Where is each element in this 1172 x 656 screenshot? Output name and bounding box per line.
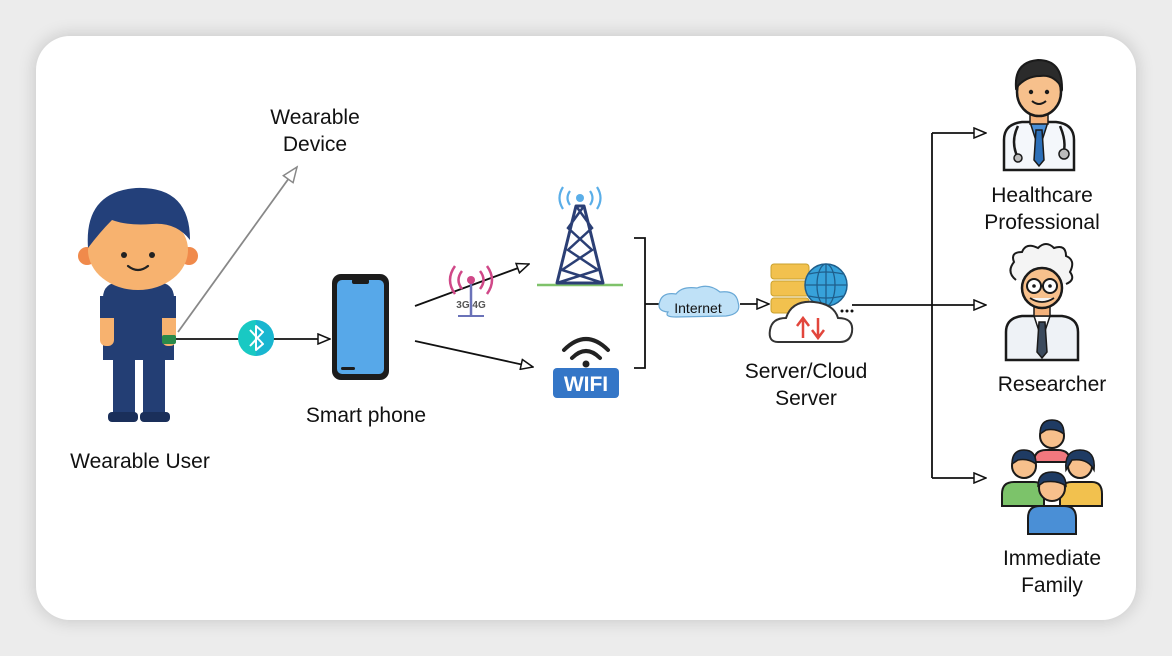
signal-3g4g-icon: 3G 4G (448, 265, 494, 317)
smart-phone-label: Smart phone (305, 404, 427, 427)
internet-label: Internet (674, 300, 722, 316)
cell-tower-icon (537, 186, 623, 287)
family-member-left (1001, 449, 1045, 507)
family-member-front (1027, 471, 1077, 535)
network-bracket (634, 237, 646, 369)
family-member-right (1059, 449, 1103, 507)
healthcare-label: Healthcare Professional (984, 184, 1100, 234)
researcher-label: Researcher (997, 373, 1107, 396)
internet-cloud: Internet (658, 285, 740, 318)
wearable-user-label: Wearable User (70, 450, 210, 473)
researcher-icon (1004, 243, 1080, 362)
wifi-icon: WIFI (553, 337, 619, 398)
bluetooth-icon (238, 320, 274, 356)
doctor-icon (1002, 58, 1076, 172)
wearable-user-icon (78, 187, 198, 422)
family-label: Immediate Family (1002, 547, 1102, 597)
smartphone-icon (332, 274, 389, 380)
wearable-device-label: Wearable Device (270, 106, 360, 156)
wifi-badge: WIFI (564, 373, 608, 396)
network-badge: 3G 4G (456, 300, 486, 311)
family-member-back (1032, 419, 1072, 463)
cloud-server-icon (768, 263, 854, 343)
phone-to-wifi-line (414, 340, 533, 367)
server-label: Server/Cloud Server (744, 360, 868, 410)
family-icon (1001, 419, 1103, 535)
wearable-device-arrow (177, 167, 297, 333)
